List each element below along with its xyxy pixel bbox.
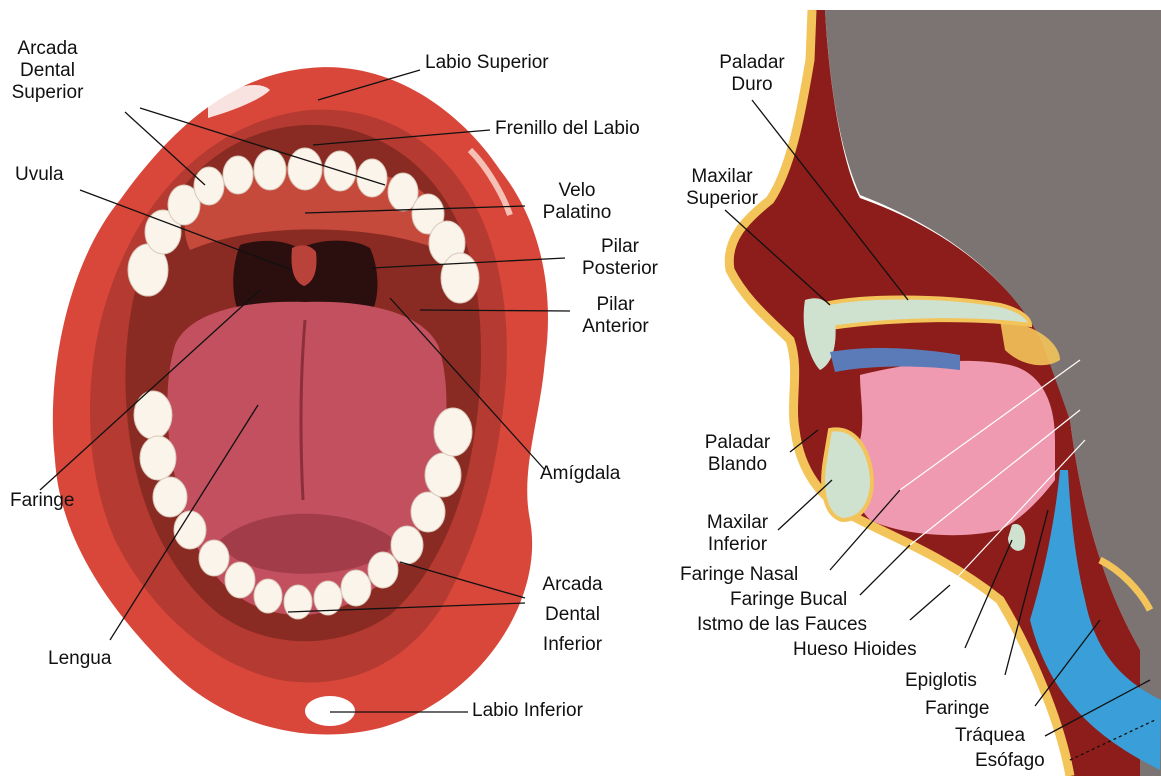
label-labio-superior: Labio Superior <box>425 52 549 74</box>
sagittal-section-illustration <box>729 10 1161 776</box>
label-faringe-nasal: Faringe Nasal <box>680 564 798 586</box>
label-lengua: Lengua <box>48 648 111 670</box>
label-paladar-blando: Paladar Blando <box>690 432 785 476</box>
label-labio-inferior: Labio Inferior <box>472 700 583 722</box>
label-faringe-bucal: Faringe Bucal <box>730 589 847 611</box>
label-faringe-right: Faringe <box>925 698 989 720</box>
label-arcada-dental-superior: Arcada Dental Superior <box>5 38 90 104</box>
label-paladar-duro: Paladar Duro <box>702 52 802 96</box>
label-amigdala: Amígdala <box>540 463 620 485</box>
label-faringe-left: Faringe <box>10 490 74 512</box>
label-maxilar-superior: Maxilar Superior <box>667 166 777 210</box>
label-esofago: Esófago <box>975 750 1045 772</box>
label-pilar-anterior: Pilar Anterior <box>568 294 663 338</box>
open-mouth-illustration <box>53 67 548 734</box>
label-frenillo-del-labio: Frenillo del Labio <box>495 118 640 140</box>
label-hueso-hioides: Hueso Hioides <box>793 639 917 661</box>
label-epiglotis: Epiglotis <box>905 670 977 692</box>
label-maxilar-inferior: Maxilar Inferior <box>690 512 785 556</box>
label-traquea: Tráquea <box>955 725 1025 747</box>
label-velo-palatino: Velo Palatino <box>522 180 632 224</box>
label-pilar-posterior: Pilar Posterior <box>565 236 675 280</box>
label-arcada-dental-inferior: Arcada Dental Inferior <box>525 570 620 660</box>
lip-highlight-bottom <box>305 696 355 726</box>
label-uvula: Uvula <box>15 164 64 186</box>
label-istmo-de-las-fauces: Istmo de las Fauces <box>697 614 867 636</box>
